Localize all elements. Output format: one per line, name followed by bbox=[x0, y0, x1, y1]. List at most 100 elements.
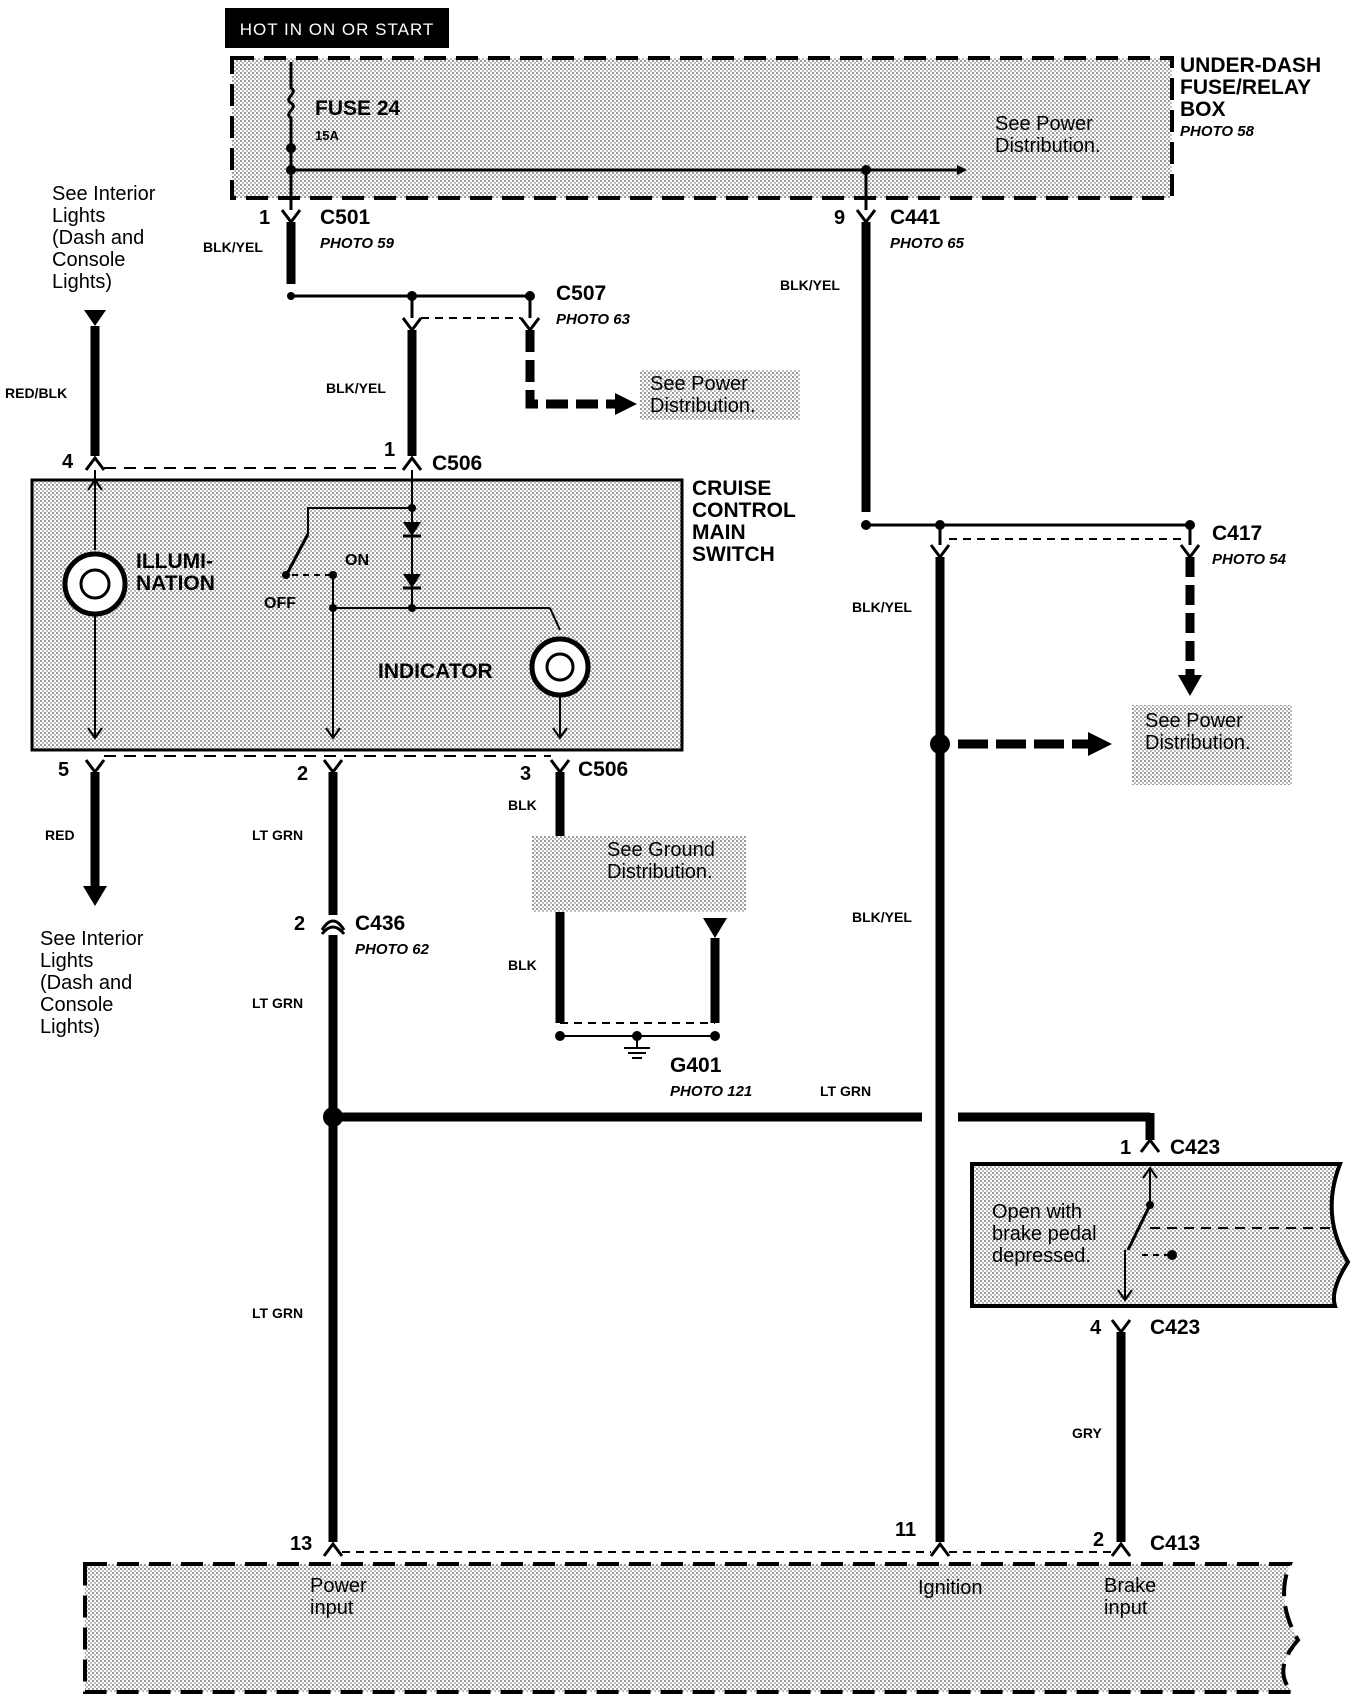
switch-title-line1: CRUISE bbox=[692, 477, 771, 500]
connector-c506-top: 4 1 C506 bbox=[62, 439, 482, 475]
wire-red: RED bbox=[45, 772, 107, 906]
connector-c441: 9 C441 PHOTO 65 bbox=[834, 206, 965, 252]
interior-bottom-line5: Lights) bbox=[40, 1016, 100, 1038]
c423-top-pin: 1 bbox=[1120, 1137, 1131, 1159]
note-c417-power-distribution: See Power Distribution. bbox=[1132, 705, 1292, 785]
c507-name: C507 bbox=[556, 282, 606, 305]
fuse-box-title-line2: FUSE/RELAY bbox=[1180, 76, 1311, 99]
cruise-control-main-switch: CRUISE CONTROL MAIN SWITCH ILLUMI- NATIO… bbox=[30, 470, 796, 752]
c507-see-power-line2: Distribution. bbox=[650, 395, 756, 417]
fuse-box-see-power-line2: Distribution. bbox=[995, 135, 1101, 157]
wire-label-lt-grn-4: LT GRN bbox=[820, 1083, 871, 1099]
c506-pin-5: 5 bbox=[58, 759, 69, 781]
connector-c417: C417 PHOTO 54 bbox=[1178, 522, 1287, 696]
indicator-bulb-icon bbox=[529, 636, 591, 698]
c506-pin-4: 4 bbox=[62, 451, 74, 473]
indicator-label: INDICATOR bbox=[378, 660, 493, 683]
c501-pin: 1 bbox=[259, 207, 270, 229]
main-switch-contact bbox=[286, 533, 310, 573]
c441-photo: PHOTO 65 bbox=[890, 235, 965, 252]
interior-bottom-line1: See Interior bbox=[40, 928, 144, 950]
connector-c501: 1 C501 PHOTO 59 bbox=[259, 206, 395, 252]
fuse-24-label: FUSE 24 bbox=[315, 97, 401, 120]
interior-top-line1: See Interior bbox=[52, 183, 156, 205]
c441-name: C441 bbox=[890, 206, 941, 229]
wire-blk-yel-ignition: BLK/YEL BLK/YEL BLK/YEL bbox=[780, 222, 1201, 1542]
c436-name: C436 bbox=[355, 912, 405, 935]
connector-c423-bottom: 4 C423 bbox=[1090, 1316, 1200, 1339]
switch-on-label: ON bbox=[345, 552, 369, 569]
c506-bottom-name: C506 bbox=[578, 758, 628, 781]
hot-in-on-or-start-header: HOT IN ON OR START bbox=[225, 8, 449, 48]
illumination-line1: ILLUMI- bbox=[136, 550, 213, 573]
interior-top-line4: Console bbox=[52, 249, 125, 271]
brake-input-line2: input bbox=[1104, 1597, 1148, 1619]
c436-photo: PHOTO 62 bbox=[355, 941, 430, 958]
ecu-pin-13: 13 bbox=[290, 1533, 312, 1555]
note-c507-power-distribution: See Power Distribution. bbox=[640, 370, 800, 420]
wire-lt-grn-brake-branch: LT GRN bbox=[323, 1083, 1155, 1140]
illumination-bulb-icon bbox=[62, 551, 128, 617]
wire-blk-ground: BLK BLK bbox=[508, 772, 727, 1059]
fuse-box-photo: PHOTO 58 bbox=[1180, 123, 1255, 140]
c506-pin-2: 2 bbox=[297, 763, 308, 785]
c423-bottom-name: C423 bbox=[1150, 1316, 1200, 1339]
fuse-24-rating: 15A bbox=[315, 128, 339, 143]
wire-label-lt-grn-1: LT GRN bbox=[252, 827, 303, 843]
wire-lt-grn-power-input: LT GRN LT GRN LT GRN bbox=[252, 772, 346, 1542]
c413-pin: 2 bbox=[1093, 1529, 1104, 1551]
c417-see-power-line2: Distribution. bbox=[1145, 732, 1251, 754]
note-interior-lights-bottom: See Interior Lights (Dash and Console Li… bbox=[40, 928, 144, 1038]
switch-off-label: OFF bbox=[264, 595, 296, 612]
switch-title-line4: SWITCH bbox=[692, 543, 775, 566]
switch-title-line3: MAIN bbox=[692, 521, 746, 544]
wire-splice-to-power-distribution bbox=[930, 732, 1112, 756]
wire-label-blk-yel-4: BLK/YEL bbox=[852, 599, 912, 615]
control-unit-connectors: 13 11 2 C413 bbox=[290, 1519, 1200, 1557]
interior-bottom-line4: Console bbox=[40, 994, 113, 1016]
brake-note-line2: brake pedal bbox=[992, 1223, 1097, 1245]
wire-label-red-blk: RED/BLK bbox=[5, 385, 67, 401]
ecu-pin-11: 11 bbox=[895, 1519, 916, 1541]
interior-top-line5: Lights) bbox=[52, 271, 112, 293]
wire-red-blk: RED/BLK bbox=[5, 310, 106, 456]
c501-name: C501 bbox=[320, 206, 371, 229]
c501-photo: PHOTO 59 bbox=[320, 235, 395, 252]
wire-label-blk-yel-3: BLK/YEL bbox=[780, 277, 840, 293]
wire-label-lt-grn-2: LT GRN bbox=[252, 995, 303, 1011]
wire-gry-brake-input: GRY bbox=[1072, 1332, 1126, 1542]
c506-pin-1: 1 bbox=[384, 439, 395, 461]
connector-c507: C507 PHOTO 63 bbox=[401, 282, 631, 333]
c417-see-power-line1: See Power bbox=[1145, 710, 1243, 732]
illumination-line2: NATION bbox=[136, 572, 215, 595]
brake-input-line1: Brake bbox=[1104, 1575, 1156, 1597]
fuse-box-title-line1: UNDER-DASH bbox=[1180, 54, 1321, 77]
c506-pin-3: 3 bbox=[520, 763, 531, 785]
c507-see-power-line1: See Power bbox=[650, 373, 748, 395]
wire-label-blk-2: BLK bbox=[508, 957, 537, 973]
c423-top-name: C423 bbox=[1170, 1136, 1220, 1159]
wire-c507-to-power-distribution bbox=[525, 330, 637, 415]
brake-note-line3: depressed. bbox=[992, 1245, 1091, 1267]
power-input-line1: Power bbox=[310, 1575, 367, 1597]
interior-bottom-line3: (Dash and bbox=[40, 972, 132, 994]
fuse-box-title-line3: BOX bbox=[1180, 98, 1226, 121]
c506-top-name: C506 bbox=[432, 452, 482, 475]
diode-upper-icon bbox=[403, 522, 421, 536]
wire-label-blk-yel-2: BLK/YEL bbox=[326, 380, 386, 396]
interior-top-line3: (Dash and bbox=[52, 227, 144, 249]
diode-lower-icon bbox=[403, 574, 421, 588]
note-ground-distribution: See Ground Distribution. bbox=[532, 836, 746, 912]
c413-name: C413 bbox=[1150, 1532, 1200, 1555]
g401-name: G401 bbox=[670, 1054, 722, 1077]
c417-photo: PHOTO 54 bbox=[1212, 551, 1287, 568]
wire-blk-yel-c501: BLK/YEL bbox=[203, 222, 296, 284]
interior-top-line2: Lights bbox=[52, 205, 105, 227]
c423-bottom-pin: 4 bbox=[1090, 1317, 1102, 1339]
c507-photo: PHOTO 63 bbox=[556, 311, 631, 328]
note-interior-lights-top: See Interior Lights (Dash and Console Li… bbox=[52, 183, 156, 293]
ground-g401: G401 PHOTO 121 bbox=[670, 1054, 752, 1100]
wire-label-gry: GRY bbox=[1072, 1425, 1102, 1441]
under-dash-fuse-relay-box: FUSE 24 15A See Power Distribution. UNDE… bbox=[230, 54, 1321, 210]
brake-switch-contact bbox=[1126, 1204, 1152, 1251]
